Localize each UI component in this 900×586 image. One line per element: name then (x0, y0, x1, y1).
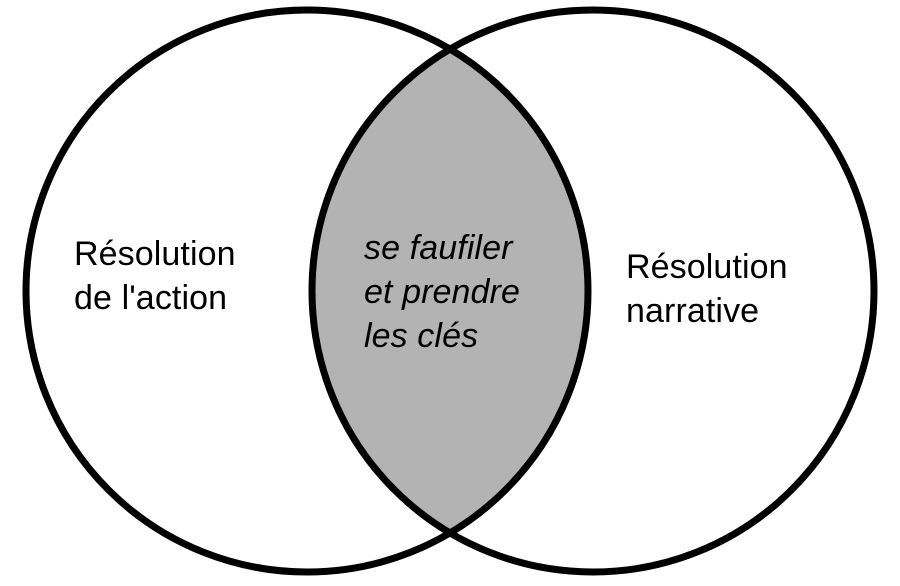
left-set-circle-outline (22, 6, 592, 576)
intersection-region-fill (312, 10, 588, 572)
intersection-label: se faufiler et prendre les clés (364, 229, 520, 356)
left-set-label: Résolution de l'action (74, 235, 236, 318)
right-set-circle-outline (308, 6, 878, 576)
right-set-label: Résolution narrative (626, 248, 788, 331)
